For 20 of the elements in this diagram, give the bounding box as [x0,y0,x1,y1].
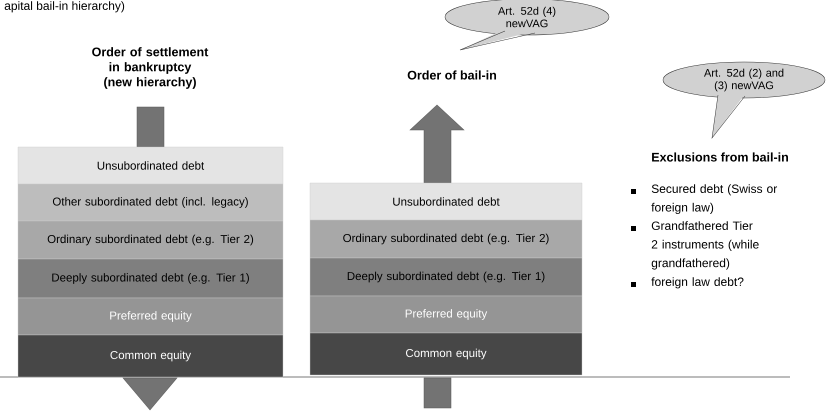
layer-band: Other subordinated debt (incl. legacy) [18,184,284,222]
speech-bubble: Art. 52d (2) and (3) newVAG [662,62,826,138]
layer-band: Deeply subordinated debt (e.g. Tier 1) [310,258,582,296]
layer-band: Preferred equity [310,296,582,334]
layer-band: Common equity [18,334,284,378]
layer-band: Ordinary subordinated debt (e.g. Tier 2) [310,220,582,258]
column-heading: Exclusions from bail-in [652,152,788,162]
layer-band: Ordinary subordinated debt (e.g. Tier 2) [18,220,284,260]
layer-band: Preferred equity [18,298,284,336]
speech-bubble: Art. 52d (4) newVAG [444,0,610,50]
bullet-item: Secured debt (Swiss or foreign law) [651,184,778,214]
bullet-item: Grandfathered Tier 2 instruments (while grandfathered) [652,221,759,270]
layer-band: Unsubordinated debt [18,146,284,184]
layer-band: Deeply subordinated debt (e.g. Tier 1) [18,258,284,298]
layer-band: Unsubordinated debt [310,182,582,220]
column-heading: Order of settlement in bankruptcy (new hierarchy) [92,47,208,89]
bullet-item: foreign law debt? [651,277,744,288]
column-heading: Order of bail-in [408,70,496,80]
layer-band: Common equity [310,332,582,376]
title-text: apital bail-in hierarchy) [4,1,124,12]
